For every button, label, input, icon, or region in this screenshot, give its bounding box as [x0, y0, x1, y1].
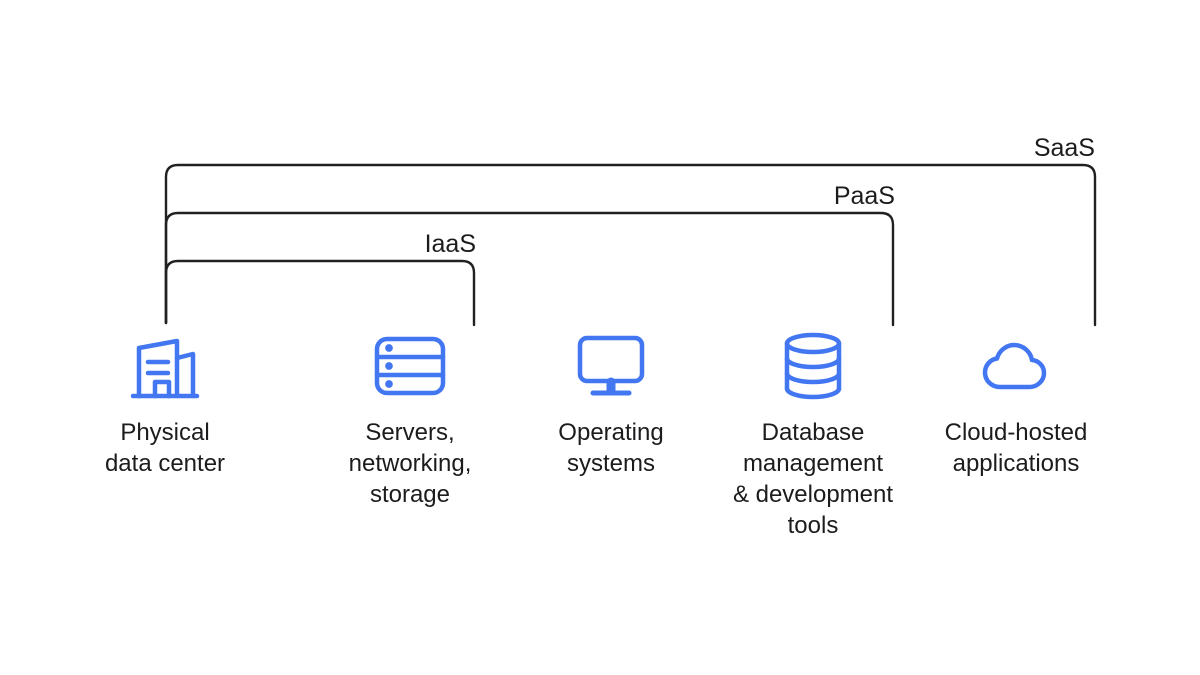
iaas-bracket: [164, 259, 476, 327]
server-rack-icon: [374, 330, 446, 402]
column-operating-systems: Operating systems: [491, 330, 731, 479]
saas-bracket: [164, 163, 1097, 327]
column-caption: Cloud-hosted applications: [944, 419, 1088, 477]
column-cloud-hosted-applications: Cloud-hosted applications: [896, 330, 1136, 479]
column-servers-networking-storage: Servers, networking, storage: [290, 330, 530, 510]
column-physical-data-center: Physical data center: [45, 330, 285, 479]
column-caption: Operating systems: [558, 419, 664, 477]
column-database-management: Database management & development tools: [693, 330, 933, 541]
iaas-label: IaaS: [424, 230, 476, 258]
column-caption: Database management & development tools: [732, 419, 894, 539]
building-icon: [130, 330, 200, 402]
column-caption: Physical data center: [104, 419, 226, 477]
paas-label: PaaS: [833, 182, 895, 210]
database-icon: [783, 330, 843, 402]
column-caption: Servers, networking, storage: [348, 419, 472, 508]
monitor-icon: [577, 330, 645, 402]
paas-bracket: [164, 211, 895, 327]
saas-label: SaaS: [1033, 134, 1095, 162]
cloud-icon: [981, 330, 1051, 402]
